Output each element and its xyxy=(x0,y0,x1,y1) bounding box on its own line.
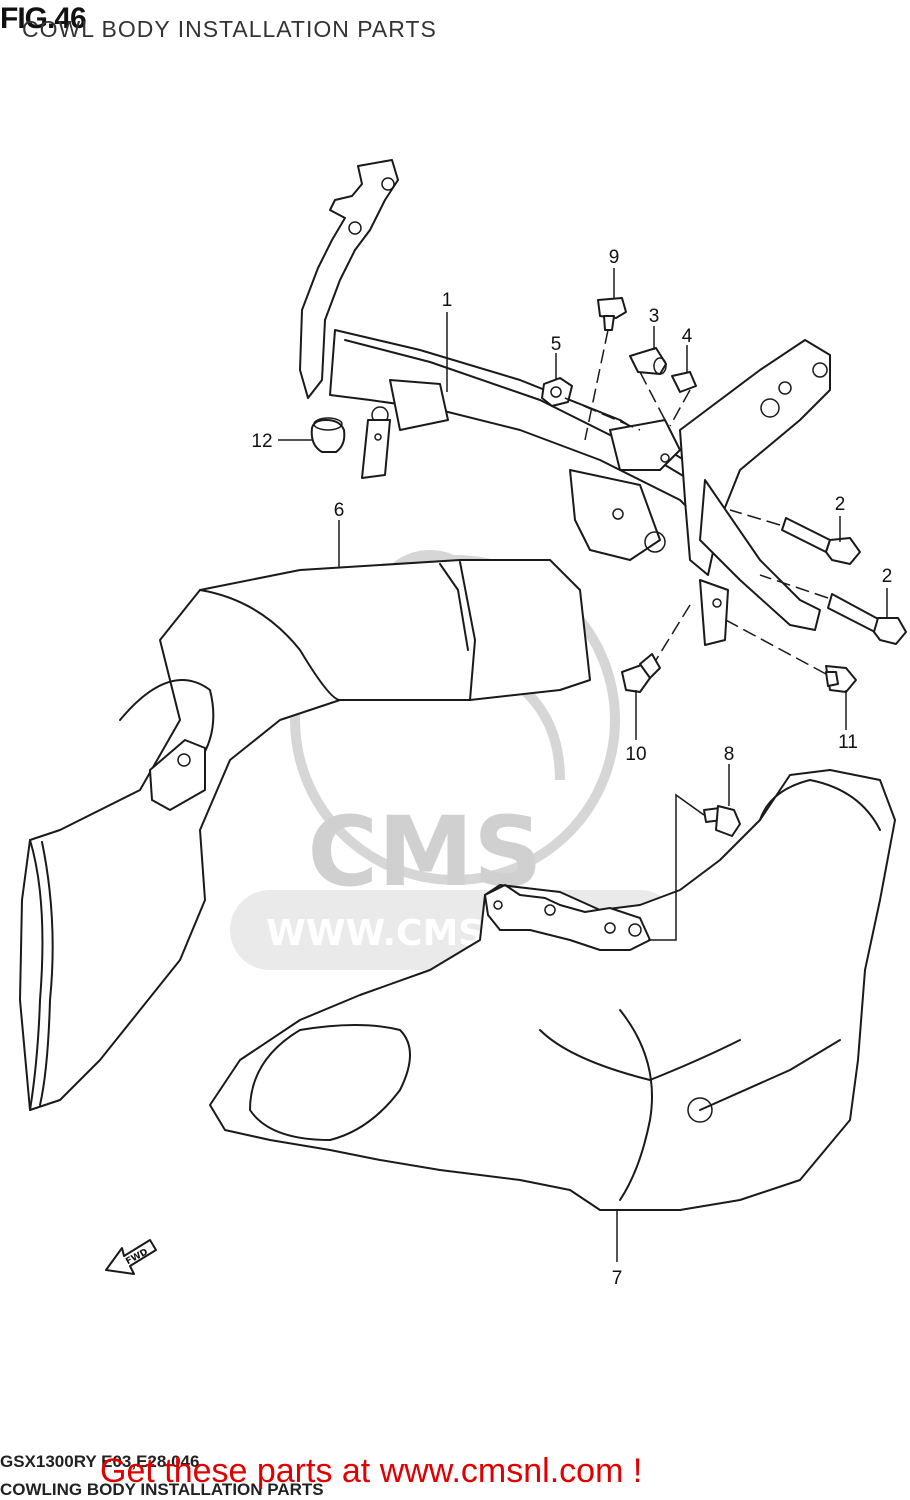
part-screw-8 xyxy=(703,805,741,837)
callout-5: 5 xyxy=(551,334,562,355)
callout-2a: 2 xyxy=(835,494,846,515)
part-air-duct-left xyxy=(19,559,591,1111)
callout-6: 6 xyxy=(334,500,345,521)
footer-section-name: COWLING BODY INSTALLATION PARTS xyxy=(0,1480,324,1499)
footer-model-code: GSX1300RY E03,E28 046 xyxy=(0,1452,200,1471)
part-frame-brace xyxy=(299,159,831,646)
part-screw-11 xyxy=(825,665,857,693)
callout-2b: 2 xyxy=(882,566,893,587)
assembly-lines xyxy=(564,329,829,941)
part-collar-3 xyxy=(629,347,667,375)
part-spacer-4 xyxy=(671,371,697,393)
callout-numbers: 1 2 2 3 4 5 6 7 8 9 10 11 12 xyxy=(251,247,892,1289)
callout-11: 11 xyxy=(838,732,858,753)
figure-title: COWL BODY INSTALLATION PARTS xyxy=(22,16,437,42)
footer-cta-link[interactable]: Get these parts at www.cmsnl.com ! xyxy=(100,1452,643,1490)
callout-10: 10 xyxy=(625,744,646,765)
callout-3: 3 xyxy=(649,306,660,327)
forward-direction-arrow: FWD xyxy=(105,1239,157,1275)
callout-1: 1 xyxy=(442,290,453,311)
callout-7: 7 xyxy=(612,1268,623,1289)
part-bolt-9 xyxy=(597,297,627,331)
leader-lines xyxy=(278,268,888,1262)
callout-4: 4 xyxy=(682,326,693,347)
part-bolt-2a xyxy=(781,517,861,565)
part-nut-5 xyxy=(541,377,573,407)
part-grommet xyxy=(310,417,346,453)
figure-number: FIG.46 xyxy=(0,2,87,35)
callout-8: 8 xyxy=(724,744,735,765)
part-clip-10 xyxy=(621,653,661,693)
part-air-duct-right xyxy=(209,769,896,1211)
callout-12: 12 xyxy=(251,431,272,452)
callout-9: 9 xyxy=(609,247,620,268)
part-bolt-2b xyxy=(827,593,907,645)
